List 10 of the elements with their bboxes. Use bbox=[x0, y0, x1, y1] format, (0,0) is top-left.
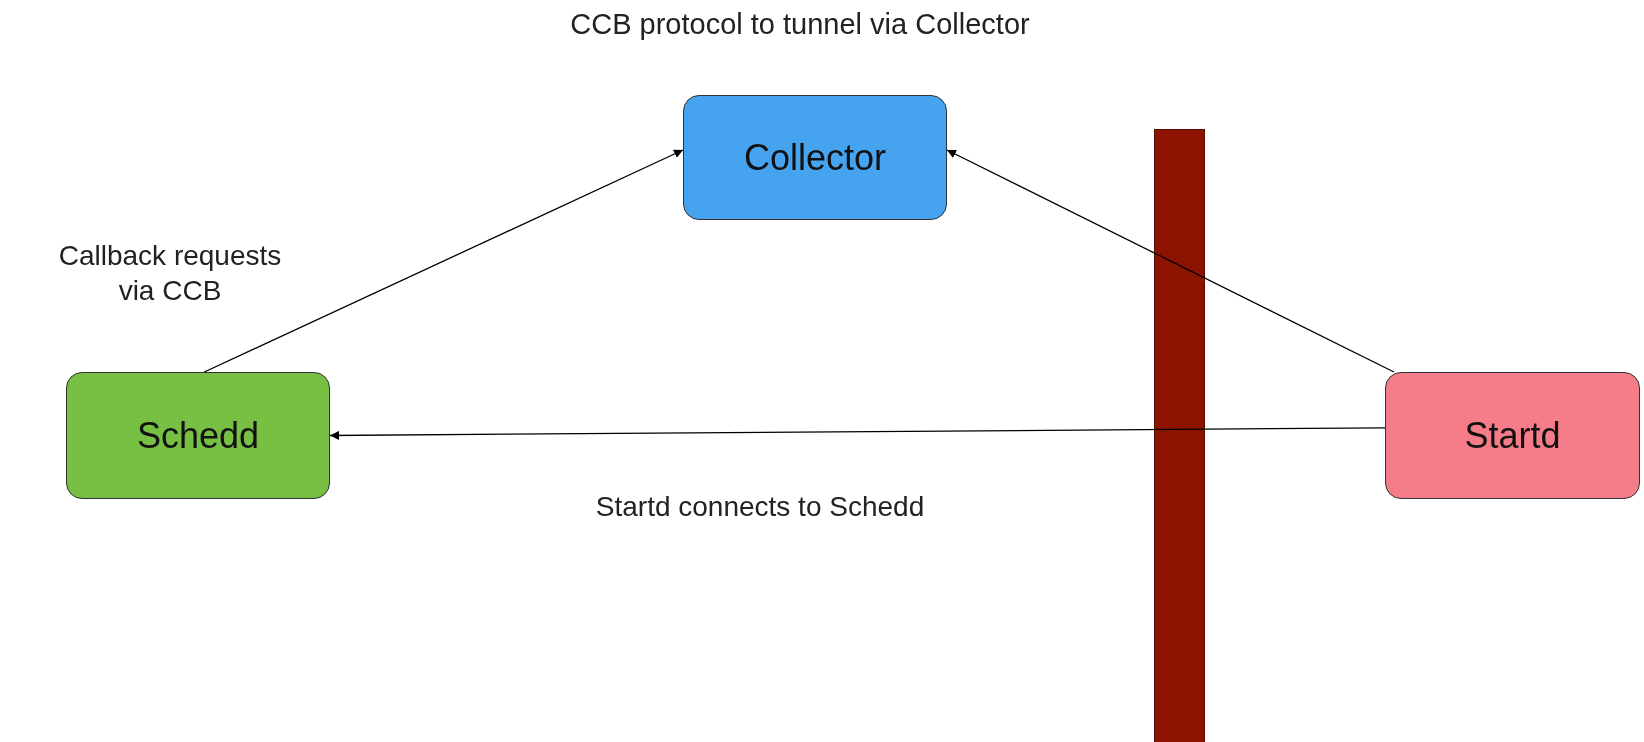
arrow bbox=[946, 149, 1395, 373]
node-label: Schedd bbox=[136, 414, 260, 457]
process-box bbox=[683, 95, 947, 220]
process-box bbox=[66, 372, 330, 499]
node-label: Collector bbox=[743, 136, 887, 179]
arrow bbox=[329, 427, 1386, 440]
arrow bbox=[203, 149, 684, 373]
node-label: Startd bbox=[1464, 414, 1561, 457]
process-box bbox=[1385, 372, 1640, 499]
diagram-title: CCB protocol to tunnel via Collector bbox=[569, 8, 1031, 41]
